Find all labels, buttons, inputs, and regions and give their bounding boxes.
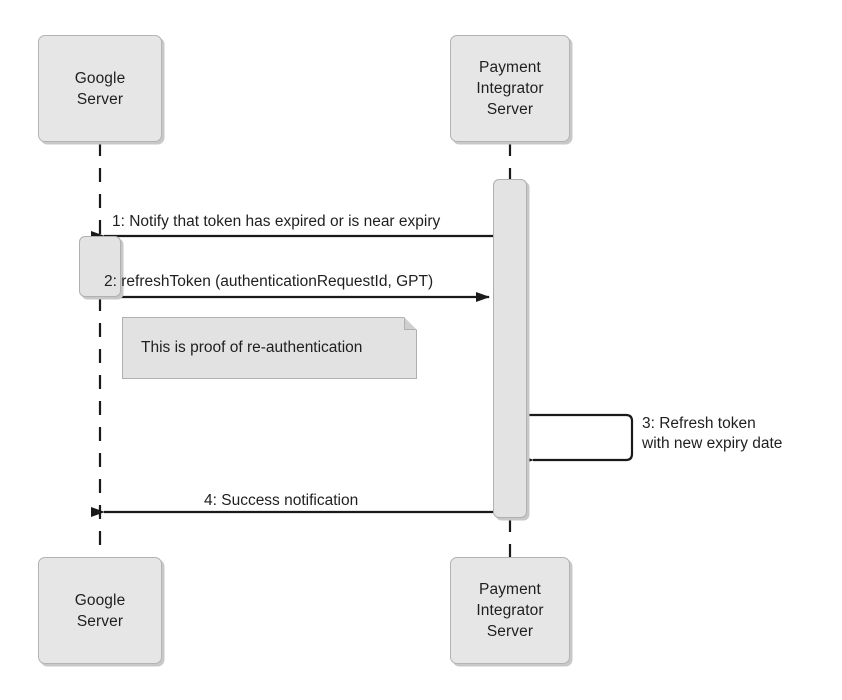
participant-label-payment-integrator-top: Payment Integrator Server: [476, 59, 544, 118]
message-label-2: 2: refreshToken (authenticationRequestId…: [104, 273, 434, 290]
message-label-3: 3: Refresh token with new expiry date: [642, 415, 783, 452]
participant-label-payment-integrator-bottom: Payment Integrator Server: [476, 581, 544, 640]
participant-box-payment-integrator-top[interactable]: Payment Integrator Server: [450, 35, 570, 142]
message-arrow-3-self-loop: [520, 413, 634, 465]
participant-label-google-server-bottom: Google Server: [74, 591, 126, 630]
participant-box-payment-integrator-bottom[interactable]: Payment Integrator Server: [450, 557, 570, 664]
note-proof-of-reauthentication: This is proof of re-authentication: [122, 317, 417, 379]
activation-bar-google-server: [79, 236, 121, 297]
message-label-4: 4: Success notification: [204, 492, 359, 509]
participant-box-google-server-bottom[interactable]: Google Server: [38, 557, 162, 664]
activation-bar-payment-integrator: [493, 179, 527, 518]
message-label-1: 1: Notify that token has expired or is n…: [112, 213, 441, 230]
participant-box-google-server-top[interactable]: Google Server: [38, 35, 162, 142]
participant-label-google-server-top: Google Server: [74, 69, 126, 108]
note-label: This is proof of re-authentication: [141, 339, 363, 356]
